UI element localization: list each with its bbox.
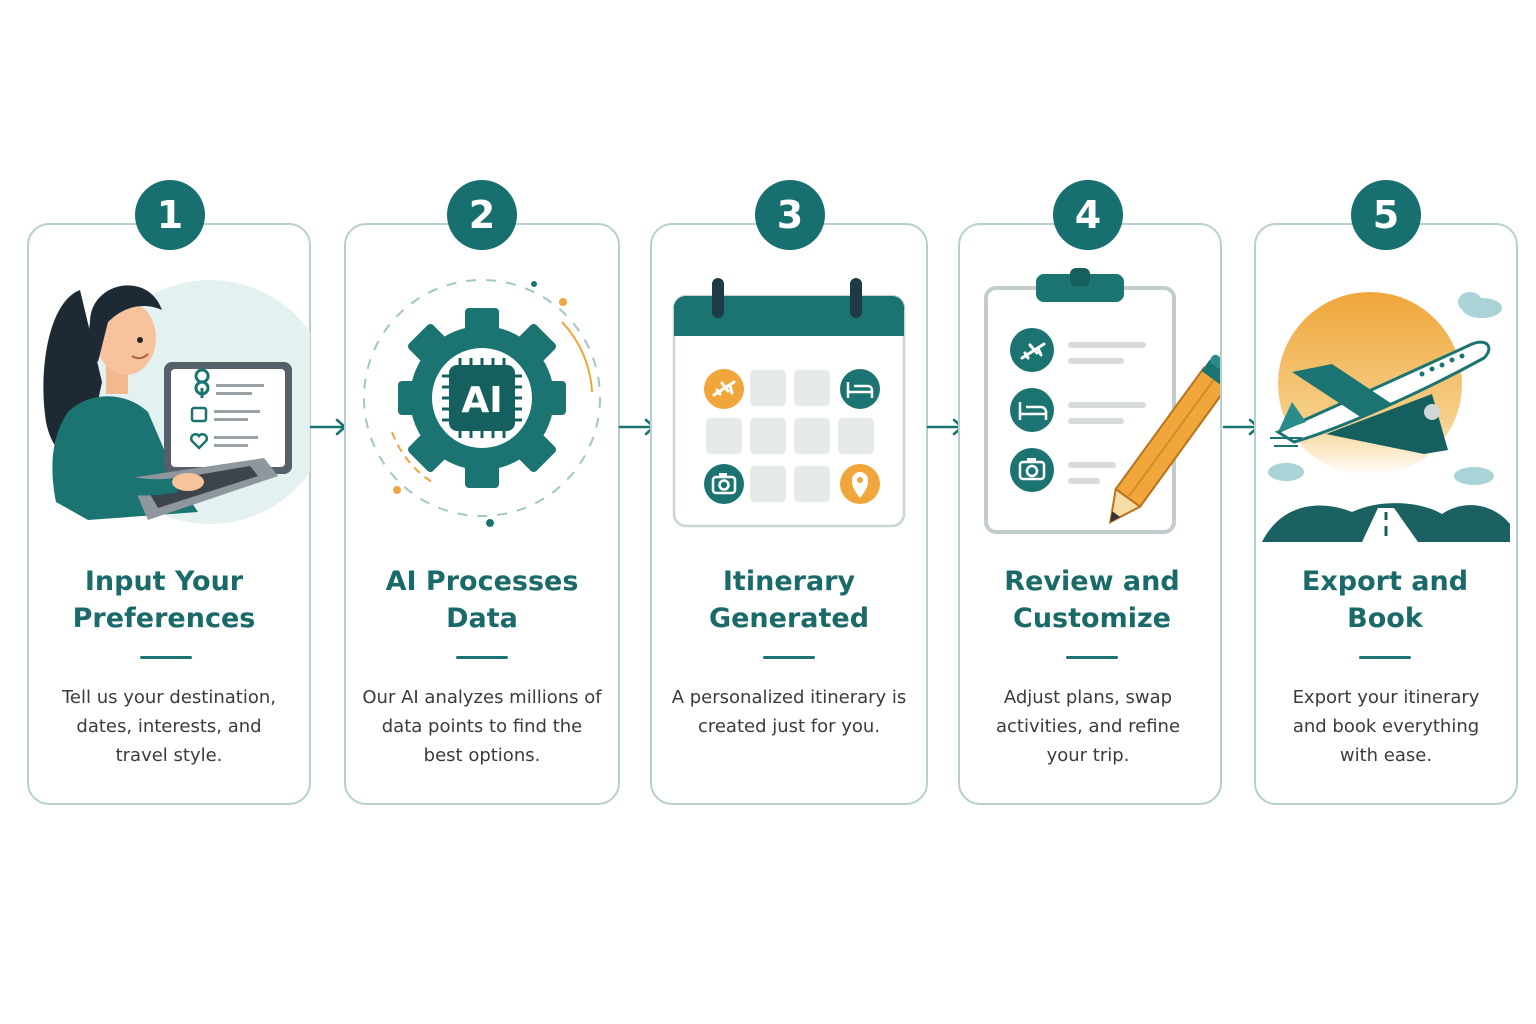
title-divider-2 bbox=[456, 656, 508, 659]
step-number-badge-1: 1 bbox=[135, 180, 205, 250]
step-title-4: Review and Customize bbox=[1004, 566, 1180, 634]
step-number-badge-4: 4 bbox=[1053, 180, 1123, 250]
runway bbox=[1262, 503, 1510, 542]
title-divider-1 bbox=[140, 656, 192, 659]
title-divider-4 bbox=[1066, 656, 1118, 659]
laptop-icon bbox=[130, 362, 292, 520]
camera-icon bbox=[1018, 458, 1046, 481]
woman-laptop-illustration bbox=[43, 280, 310, 524]
airplane-sunset-illustration bbox=[1262, 292, 1510, 542]
step-title-3: Itinerary Generated bbox=[708, 566, 870, 634]
ai-chip-label: AI bbox=[461, 380, 502, 421]
ai-gear-illustration: AI bbox=[363, 279, 601, 527]
camera-icon bbox=[711, 473, 737, 495]
calendar-icon bbox=[672, 278, 906, 528]
bed-icon bbox=[846, 382, 874, 398]
step-description-3: A personalized itinerary is created just… bbox=[671, 687, 907, 737]
ai-gear-icon: AI bbox=[398, 308, 566, 488]
clipboard-illustration bbox=[984, 268, 1220, 534]
bed-icon bbox=[1018, 402, 1048, 420]
location-pin-icon bbox=[852, 472, 868, 498]
step-description-1: Tell us your destination, dates, interes… bbox=[61, 687, 276, 766]
airplane-icon bbox=[1270, 340, 1491, 454]
clipboard-icon bbox=[984, 268, 1176, 534]
step-description-5: Export your itinerary and book everythin… bbox=[1292, 687, 1480, 766]
step-number-badge-2: 2 bbox=[447, 180, 517, 250]
step-title-1: Input Your Preferences bbox=[72, 566, 256, 634]
airplane-icon bbox=[1020, 342, 1046, 360]
arrow-right-icon bbox=[309, 418, 347, 436]
step-number-badge-5: 5 bbox=[1351, 180, 1421, 250]
step-description-4: Adjust plans, swap activities, and refin… bbox=[995, 687, 1181, 766]
step-number-badge-3: 3 bbox=[755, 180, 825, 250]
pencil-icon bbox=[1108, 354, 1220, 524]
step-description-2: Our AI analyzes millions of data points … bbox=[362, 687, 602, 766]
step-title-2: AI Processes Data bbox=[385, 566, 579, 634]
cloud-icon bbox=[1268, 292, 1502, 485]
title-divider-5 bbox=[1359, 656, 1411, 659]
title-divider-3 bbox=[763, 656, 815, 659]
calendar-illustration bbox=[672, 278, 906, 528]
step-title-5: Export and Book bbox=[1301, 566, 1469, 634]
airplane-icon bbox=[712, 380, 736, 397]
